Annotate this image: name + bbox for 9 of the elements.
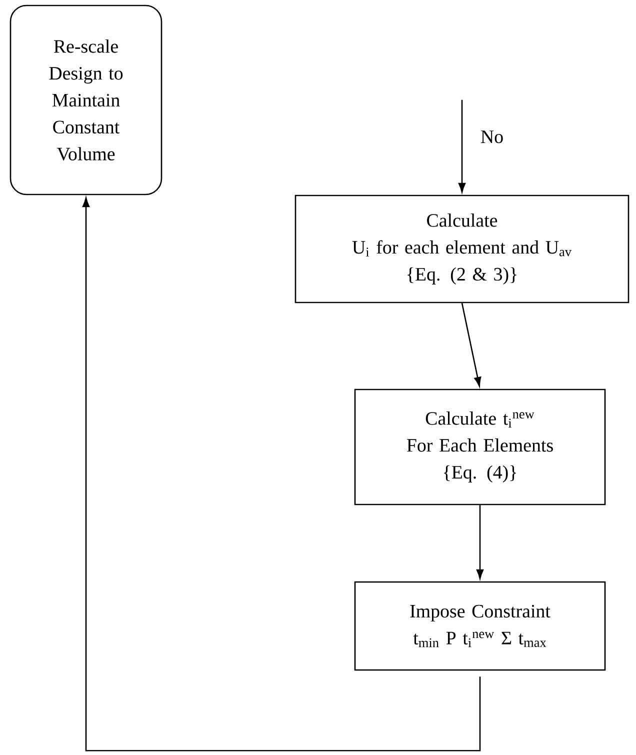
arrow bbox=[82, 198, 481, 752]
process-box: Calculate U$_{i}$ for each element and U$_{av}$ {Eq. (2 & 3)} bbox=[294, 194, 630, 304]
arrow bbox=[461, 303, 482, 387]
arrow bbox=[476, 505, 484, 579]
rounded-process-box: Re-scale Design to Maintain Constant Volume bbox=[10, 4, 162, 196]
arrow bbox=[458, 100, 466, 193]
process-box: Calculate t$_{i}$new For Each Elements {Eq. (4)} bbox=[354, 388, 606, 506]
process-box: Impose Constraint t$_{min}$ P t$_{i}$$^{new}$ Σ t$_{max}$ bbox=[354, 581, 606, 671]
edge-label: No bbox=[478, 128, 506, 146]
